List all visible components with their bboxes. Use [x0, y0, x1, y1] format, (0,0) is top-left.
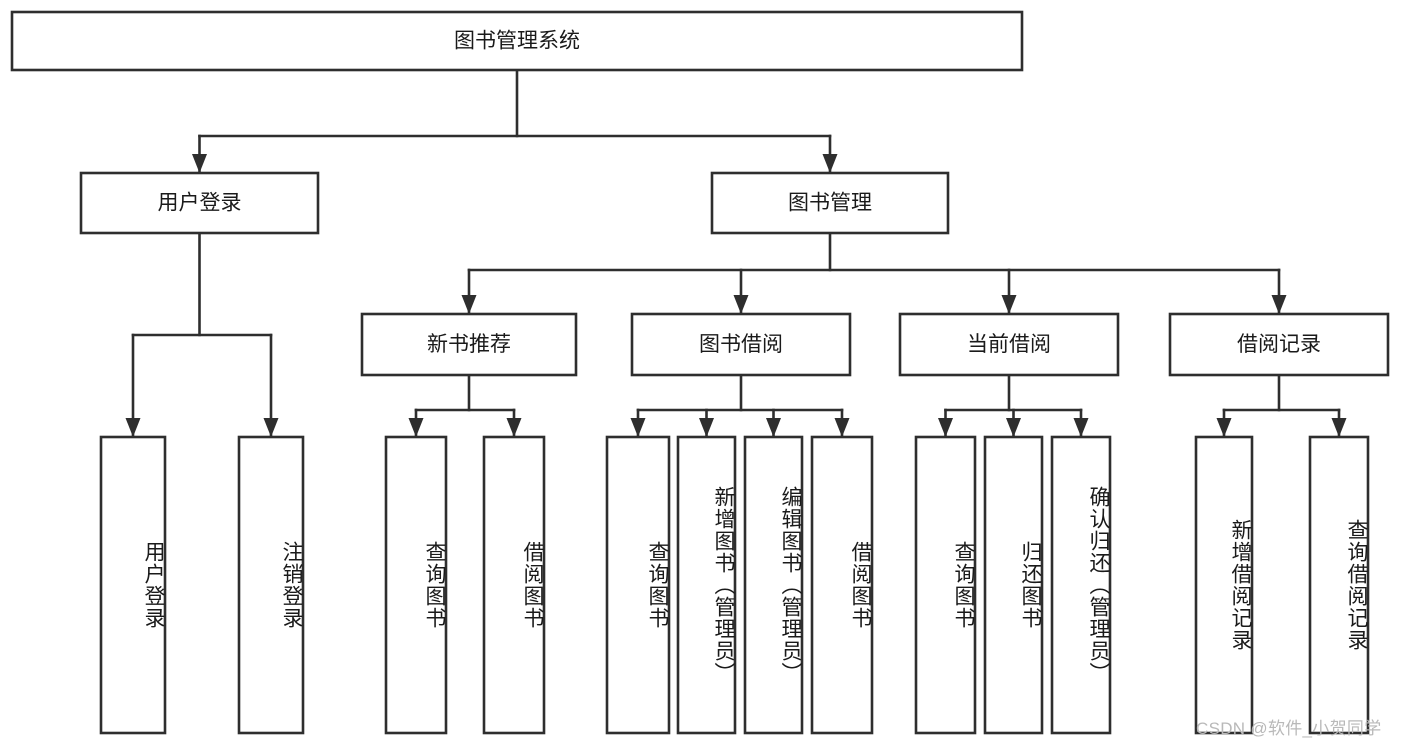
- node-leaf-1-注销登录[interactable]: [237, 435, 305, 735]
- nodes-layer: [10, 10, 1390, 735]
- arrow-head-icon: [766, 418, 781, 437]
- node-leaf-8-查询图书[interactable]: [914, 435, 977, 735]
- node-l3-label-图书借阅: 图书借阅: [699, 333, 783, 356]
- node-l2-label-用户登录: 用户登录: [158, 192, 242, 215]
- node-leaf-2-查询图书[interactable]: [384, 435, 448, 735]
- node-leaf-10-确认归还管理员[interactable]: [1050, 435, 1112, 735]
- node-leaf-7-借阅图书[interactable]: [810, 435, 874, 735]
- arrow-head-icon: [461, 295, 477, 314]
- arrow-head-icon: [408, 418, 424, 437]
- node-l3-借阅记录[interactable]: [1168, 312, 1390, 377]
- node-l3-图书借阅[interactable]: [630, 312, 852, 377]
- arrow-head-icon: [699, 418, 714, 437]
- node-root-图书管理系统[interactable]: [10, 10, 1024, 72]
- arrow-head-icon: [834, 418, 850, 437]
- node-leaf-3-借阅图书[interactable]: [482, 435, 546, 735]
- node-l3-新书推荐[interactable]: [360, 312, 578, 377]
- arrow-head-icon: [822, 154, 838, 173]
- node-l2-用户登录[interactable]: [79, 171, 320, 235]
- arrow-head-icon: [1006, 418, 1021, 437]
- node-leaf-4-查询图书[interactable]: [605, 435, 671, 735]
- arrow-head-icon: [192, 154, 207, 173]
- arrow-head-icon: [1001, 295, 1017, 314]
- node-l2-label-图书管理: 图书管理: [788, 192, 872, 215]
- node-l3-当前借阅[interactable]: [898, 312, 1120, 377]
- connectors-layer: [125, 68, 1347, 438]
- arrow-head-icon: [733, 295, 749, 314]
- node-l3-label-新书推荐: 新书推荐: [427, 333, 511, 356]
- node-l3-label-借阅记录: 借阅记录: [1237, 333, 1321, 356]
- node-leaf-12-查询借阅记录[interactable]: [1308, 435, 1370, 735]
- node-leaf-5-新增图书管理员[interactable]: [676, 435, 737, 735]
- arrow-head-icon: [1271, 295, 1287, 314]
- node-label-root: 图书管理系统: [454, 30, 580, 53]
- arrow-head-icon: [506, 418, 522, 437]
- node-l2-图书管理[interactable]: [710, 171, 950, 235]
- node-leaf-9-归还图书[interactable]: [983, 435, 1044, 735]
- node-leaf-6-编辑图书管理员[interactable]: [743, 435, 804, 735]
- arrow-head-icon: [263, 418, 279, 437]
- arrow-head-icon: [1216, 418, 1232, 437]
- arrow-head-icon: [938, 418, 953, 437]
- arrow-head-icon: [1073, 418, 1089, 437]
- node-leaf-0-用户登录[interactable]: [99, 435, 167, 735]
- arrow-head-icon: [630, 418, 646, 437]
- csdn-watermark: CSDN @软件_小贺同学: [1196, 719, 1382, 738]
- arrow-head-icon: [125, 418, 141, 437]
- node-l3-label-当前借阅: 当前借阅: [967, 333, 1051, 356]
- arrow-head-icon: [1331, 418, 1347, 437]
- node-leaf-11-新增借阅记录[interactable]: [1194, 435, 1254, 735]
